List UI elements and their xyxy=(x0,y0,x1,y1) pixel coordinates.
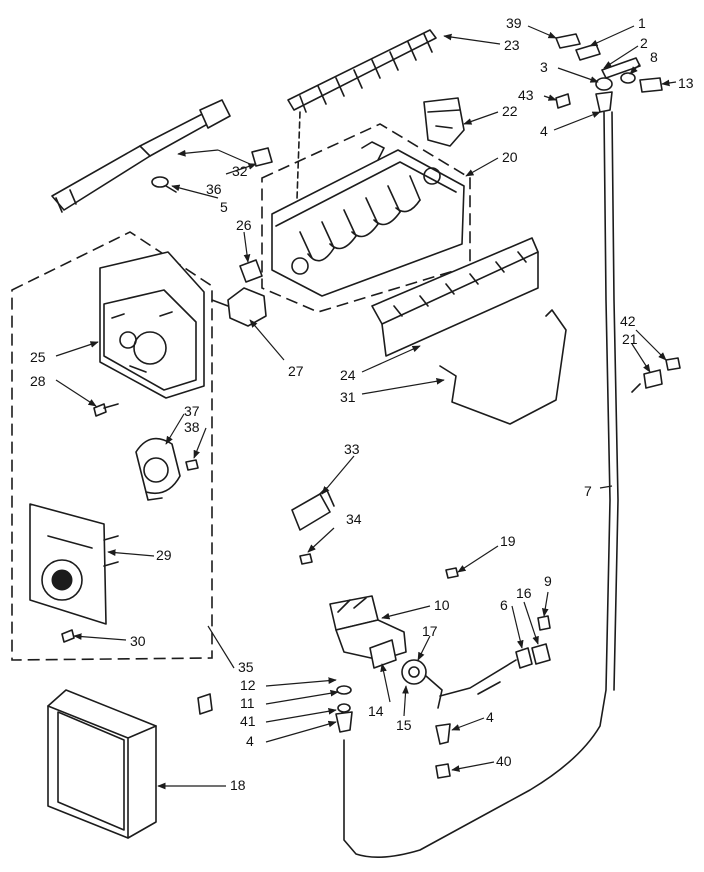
callout-1: 1 xyxy=(638,15,646,31)
screw-43 xyxy=(555,93,571,109)
callout-labels: 39 1 2 23 8 3 13 43 22 4 20 32 36 5 26 4… xyxy=(30,15,694,793)
washer-8 xyxy=(620,72,636,84)
leader-lines xyxy=(55,25,677,790)
callout-6: 6 xyxy=(500,597,508,613)
callout-41: 41 xyxy=(240,713,256,729)
callout-12: 12 xyxy=(240,677,256,693)
callout-4-lower: 4 xyxy=(246,733,254,749)
screw-30 xyxy=(61,629,75,643)
mold-bearing xyxy=(239,259,263,283)
callout-13: 13 xyxy=(678,75,694,91)
harness-clip xyxy=(251,147,273,167)
screw-9 xyxy=(537,615,551,631)
fitting-1 xyxy=(575,43,601,61)
fill-tube xyxy=(343,111,619,858)
callout-30: 30 xyxy=(130,633,146,649)
screw-19 xyxy=(445,567,459,579)
callout-26: 26 xyxy=(236,217,252,233)
ice-mold xyxy=(261,123,471,313)
clamp-21 xyxy=(643,369,663,389)
callout-24: 24 xyxy=(340,367,356,383)
callout-35: 35 xyxy=(238,659,254,675)
fitting-13 xyxy=(639,77,663,93)
callout-17: 17 xyxy=(422,623,438,639)
clamp-16 xyxy=(531,643,551,665)
callout-37: 37 xyxy=(184,403,200,419)
callout-39: 39 xyxy=(506,15,522,31)
screw-34 xyxy=(299,553,313,565)
tube-2 xyxy=(601,57,641,79)
clip-39 xyxy=(555,33,581,49)
nut-12 xyxy=(197,693,213,715)
callout-36: 36 xyxy=(206,181,222,197)
insert-4-tube xyxy=(435,723,451,745)
mounting-plate xyxy=(29,503,119,625)
callout-43: 43 xyxy=(518,87,534,103)
callout-7: 7 xyxy=(584,483,592,499)
callout-16: 16 xyxy=(516,585,532,601)
fitting-6 xyxy=(515,647,533,669)
ice-bin-pad xyxy=(47,689,157,839)
fill-cup xyxy=(211,287,267,327)
control-assembly-box xyxy=(11,231,213,661)
callout-42: 42 xyxy=(620,313,636,329)
callout-10: 10 xyxy=(434,597,450,613)
callout-25: 25 xyxy=(30,349,46,365)
ferrule-41 xyxy=(337,703,351,713)
callout-19: 19 xyxy=(500,533,516,549)
callout-5: 5 xyxy=(220,199,228,215)
screw-5 xyxy=(151,176,177,193)
bracket-33 xyxy=(291,487,335,531)
callout-18: 18 xyxy=(230,777,246,793)
wire-harness xyxy=(51,99,231,213)
callout-3: 3 xyxy=(540,59,548,75)
mold-side-guide xyxy=(371,237,539,357)
callout-38: 38 xyxy=(184,419,200,435)
nut-40 xyxy=(435,763,451,779)
washer-11 xyxy=(336,685,352,695)
callout-40: 40 xyxy=(496,753,512,769)
callout-29: 29 xyxy=(156,547,172,563)
screw-42 xyxy=(665,357,681,371)
callout-33: 33 xyxy=(344,441,360,457)
callout-11: 11 xyxy=(240,695,255,711)
callout-23: 23 xyxy=(504,37,520,53)
callout-4-tube: 4 xyxy=(486,709,494,725)
shut-off-arm xyxy=(439,309,567,425)
callout-14: 14 xyxy=(368,703,384,719)
callout-32: 32 xyxy=(232,163,248,179)
callout-4-top: 4 xyxy=(540,123,548,139)
callout-2: 2 xyxy=(640,35,648,51)
screw-28 xyxy=(93,403,119,417)
motor xyxy=(135,437,181,501)
module-housing xyxy=(99,251,205,399)
insert-4-lower xyxy=(335,711,353,733)
callout-34: 34 xyxy=(346,511,362,527)
callout-27: 27 xyxy=(288,363,304,379)
callout-22: 22 xyxy=(502,103,518,119)
water-valve xyxy=(329,595,443,709)
callout-20: 20 xyxy=(502,149,518,165)
nut-3 xyxy=(595,77,613,91)
callout-31: 31 xyxy=(340,389,356,405)
insert-4-upper xyxy=(595,91,613,113)
callout-8: 8 xyxy=(650,49,658,65)
screw-38 xyxy=(185,459,199,471)
callout-15: 15 xyxy=(396,717,412,733)
callout-28: 28 xyxy=(30,373,46,389)
callout-21: 21 xyxy=(622,331,638,347)
callout-9: 9 xyxy=(544,573,552,589)
inlet-tube xyxy=(439,659,517,697)
ice-stripper xyxy=(423,97,465,147)
